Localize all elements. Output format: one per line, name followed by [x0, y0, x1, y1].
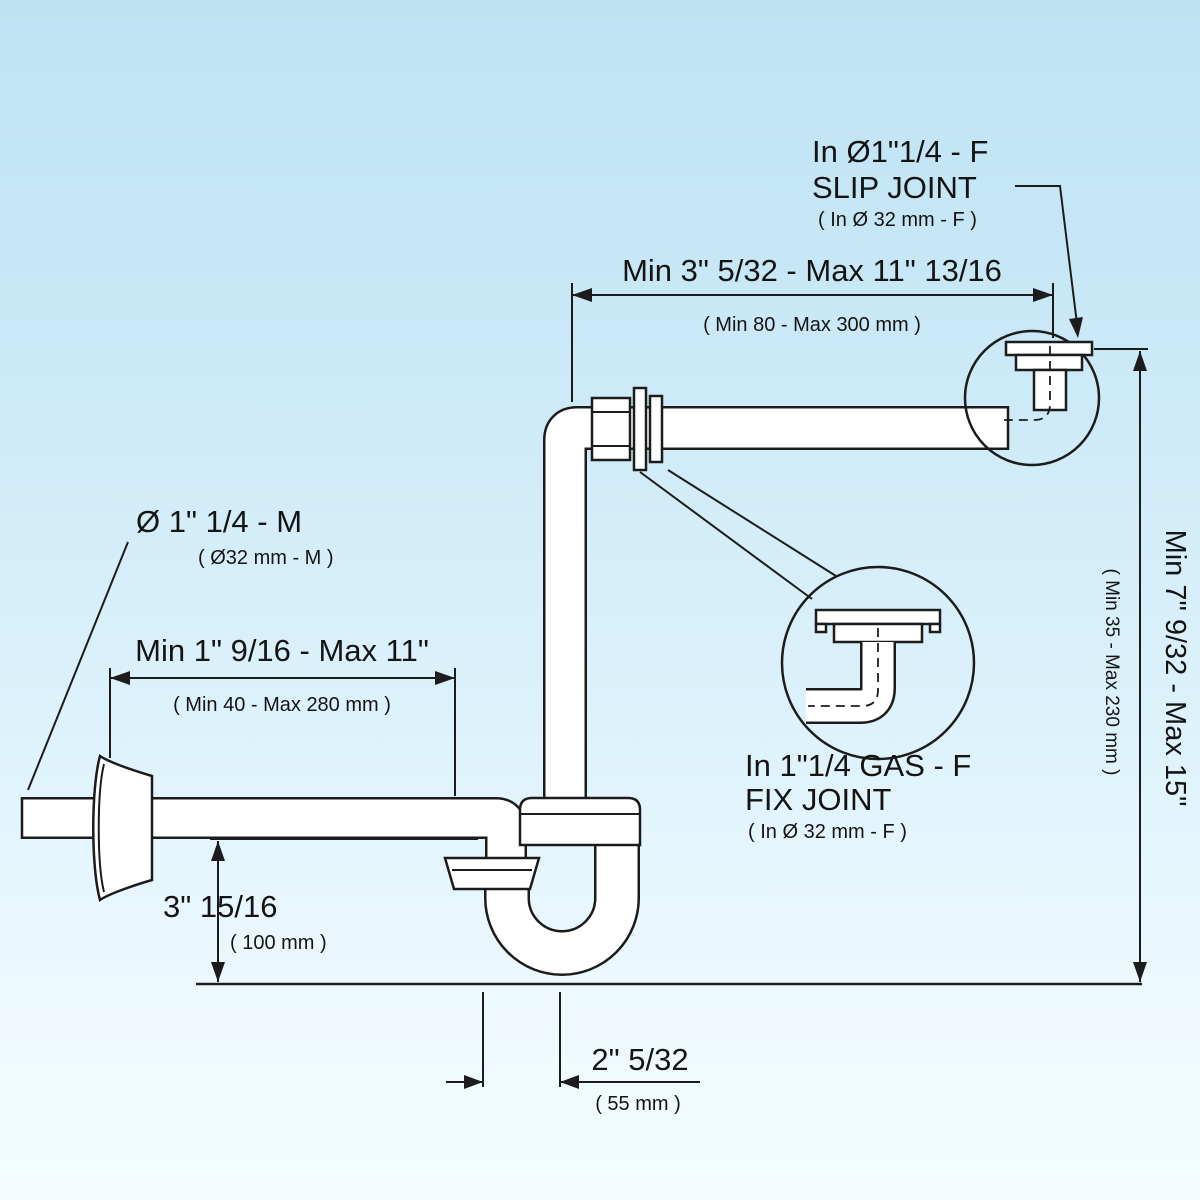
dim-offset-sub: ( 55 mm ) [595, 1093, 681, 1115]
fix-joint-leader-line-2 [667, 469, 837, 577]
inlet-slip-nut [443, 856, 541, 891]
top-pipe-run-body [545, 408, 1008, 800]
wall-outlet-pipe-body [22, 799, 525, 872]
slip-joint-nut [1014, 353, 1084, 372]
dim-offset-arrow-right [560, 1075, 579, 1089]
slip-joint-label-line3: ( In Ø 32 mm - F ) [818, 209, 977, 231]
fix-joint-label-line3: ( In Ø 32 mm - F ) [748, 821, 907, 843]
dim-top-arrow-right [1033, 288, 1053, 302]
dim-height-sub: ( 100 mm ) [230, 932, 327, 954]
dim-height-arrow-bottom [211, 962, 225, 982]
dim-mid-arrow-right [435, 671, 455, 685]
fix-joint-detail-tab-left [814, 622, 828, 634]
fix-joint-detail-tab-right [928, 622, 942, 634]
fix-joint-flange-plate-1 [632, 386, 648, 472]
fix-joint-detail-flange [814, 608, 942, 626]
dimensions [27, 185, 1148, 1089]
slip-joint-centerline [1004, 346, 1051, 421]
trap-u-bend [484, 843, 640, 976]
fix-joint-detail-centerline [808, 628, 879, 707]
inlet-slip-nut-shape [443, 856, 541, 891]
slip-joint-detail-circle [963, 329, 1101, 467]
fix-joint-detail-elbow-body [806, 642, 894, 722]
fix-joint-fitting [590, 386, 664, 472]
dim-right-arrow-top [1133, 351, 1147, 371]
fix-joint-leader-line-1 [639, 471, 813, 600]
fix-joint-detail-circle [780, 565, 976, 761]
detail-views [639, 329, 1101, 761]
wall-outlet-label-line2: ( Ø32 mm - M ) [198, 547, 334, 569]
wall-escutcheon-bell [92, 753, 154, 903]
labels: In Ø1"1/4 - F SLIP JOINT ( In Ø 32 mm - … [135, 134, 1191, 1115]
trap-u-bend-body [486, 843, 638, 974]
slip-joint-detail-view [963, 329, 1101, 467]
fix-joint-detail-view [780, 565, 976, 761]
dim-mid-sub: ( Min 40 - Max 280 mm ) [173, 694, 391, 716]
top-pipe-run [543, 406, 1008, 800]
wall-outlet-leader-line [27, 541, 129, 791]
trap-body-nut [518, 796, 642, 847]
slip-joint-label-line2: SLIP JOINT [812, 170, 977, 205]
trap-body-nut-shape [518, 796, 642, 847]
dim-height [210, 838, 478, 982]
dim-mid [109, 668, 456, 796]
wall-escutcheon-shape [92, 753, 154, 903]
fix-joint-nut [590, 396, 632, 462]
dim-mid-label: Min 1" 9/16 - Max 11" [135, 633, 429, 668]
fittings [92, 386, 1010, 903]
slip-joint-leader-line [1015, 185, 1079, 333]
wall-outlet-pipe [20, 797, 527, 872]
dim-top-arrow-left [572, 288, 592, 302]
dim-top-label: Min 3" 5/32 - Max 11" 13/16 [622, 253, 1002, 288]
dim-right-sub: ( Min 35 - Max 230 mm ) [1101, 569, 1122, 776]
fix-joint-label-line1: In 1"1/4 GAS - F [745, 748, 971, 783]
wall-escutcheon-inner-curve [97, 763, 105, 893]
slip-joint-flange-plate [1004, 340, 1094, 357]
dim-right-label: Min 7" 9/32 - Max 15" [1159, 530, 1191, 807]
dim-height-arrow-top [211, 841, 225, 861]
dim-offset [446, 992, 700, 1089]
dim-offset-label: 2" 5/32 [591, 1042, 688, 1077]
pipe-assembly [20, 406, 1008, 976]
top-pipe-run-outline [543, 406, 1008, 800]
fix-joint-flange-plate-2 [648, 394, 664, 464]
fix-joint-label-line2: FIX JOINT [745, 782, 891, 817]
dim-height-label: 3" 15/16 [163, 889, 277, 924]
slip-joint-leader-arrow [1069, 317, 1083, 338]
dim-mid-arrow-left [110, 671, 130, 685]
dim-right-arrow-bottom [1133, 962, 1147, 982]
dim-offset-arrow-left [464, 1075, 483, 1089]
slip-joint-label-line1: In Ø1"1/4 - F [812, 134, 988, 169]
wall-outlet-label-line1: Ø 1" 1/4 - M [136, 504, 302, 539]
slip-joint-leader [1015, 185, 1083, 338]
dim-top [571, 283, 1054, 402]
dim-right [1094, 348, 1148, 982]
dim-top-sub: ( Min 80 - Max 300 mm ) [703, 314, 921, 336]
